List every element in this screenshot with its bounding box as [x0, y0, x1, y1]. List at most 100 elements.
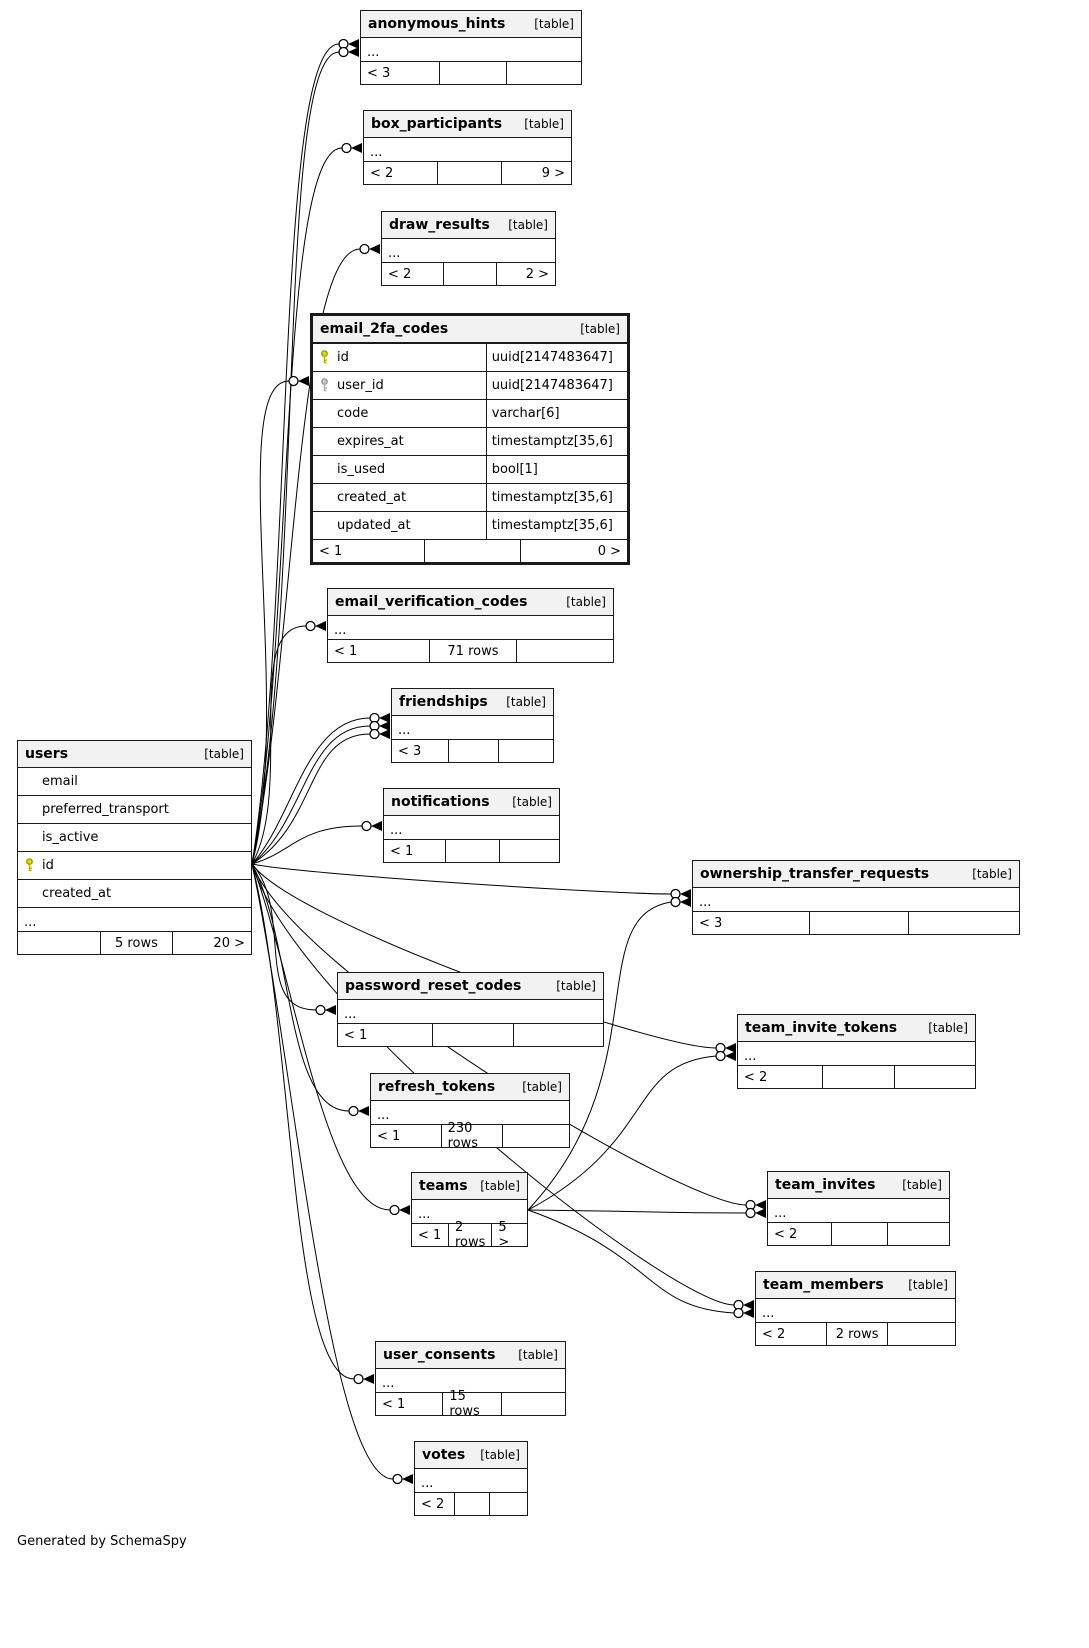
- table-header[interactable]: teams[table]: [412, 1173, 527, 1200]
- footer-rows-count: [424, 540, 520, 562]
- footer-children-count: 2 >: [496, 263, 555, 285]
- relationship-arrowhead: [315, 621, 326, 631]
- relationship-connector-circle: [392, 1473, 403, 1485]
- footer-parents-count: [18, 932, 100, 954]
- table-name[interactable]: anonymous_hints: [368, 16, 506, 32]
- table-name[interactable]: email_2fa_codes: [320, 321, 449, 337]
- column-row-created-at: created_at: [18, 880, 251, 908]
- table-footer: < 3: [392, 740, 553, 762]
- table-header[interactable]: friendships[table]: [392, 689, 553, 716]
- footer-rows-count: [821, 1066, 895, 1088]
- table-name[interactable]: users: [25, 746, 69, 762]
- table-name[interactable]: votes: [422, 1447, 466, 1463]
- table-friendships[interactable]: friendships[table]...< 3: [391, 688, 554, 763]
- table-header[interactable]: notifications[table]: [384, 789, 559, 816]
- table-name[interactable]: refresh_tokens: [378, 1079, 496, 1095]
- table-footer: < 3: [693, 912, 1019, 934]
- table-footer: < 3: [361, 62, 581, 84]
- table-header[interactable]: anonymous_hints[table]: [361, 11, 581, 38]
- relationship-arrowhead: [363, 1374, 374, 1384]
- relationship-arrowhead: [379, 713, 390, 723]
- table-type-label: [table]: [518, 1348, 558, 1362]
- table-name[interactable]: friendships: [399, 694, 488, 710]
- table-header[interactable]: draw_results[table]: [382, 212, 555, 239]
- relationship-line: [251, 863, 391, 1211]
- table-header[interactable]: team_members [table]: [756, 1272, 955, 1299]
- column-row-email: email: [18, 768, 251, 796]
- table-header[interactable]: team_invites[table]: [768, 1172, 949, 1199]
- table-name[interactable]: ownership_transfer_requests: [700, 866, 930, 882]
- table-name[interactable]: teams: [419, 1178, 468, 1194]
- columns-ellipsis-row: ...: [18, 908, 251, 932]
- table-header[interactable]: password_reset_codes[table]: [338, 973, 603, 1000]
- column-name-cell: is_active: [18, 824, 251, 851]
- table-header[interactable]: ownership_transfer_requests[table]: [693, 861, 1019, 888]
- table-name[interactable]: team_members: [763, 1277, 884, 1293]
- footer-parents-count: < 3: [398, 743, 422, 759]
- table-notifications[interactable]: notifications[table]...< 1: [383, 788, 560, 863]
- relationship-line: [251, 863, 672, 895]
- relationship-line: [251, 863, 317, 1011]
- table-password-reset-codes[interactable]: password_reset_codes[table]...< 1: [337, 972, 604, 1047]
- table-header[interactable]: votes[table]: [415, 1442, 527, 1469]
- footer-rows-count: [442, 263, 497, 285]
- table-header[interactable]: email_verification_codes [table]: [328, 589, 613, 616]
- relationship-line: [251, 380, 290, 865]
- table-header[interactable]: refresh_tokens[table]: [371, 1074, 569, 1101]
- table-header[interactable]: team_invite_tokens[table]: [738, 1015, 975, 1042]
- table-votes[interactable]: votes[table]...< 2: [414, 1441, 528, 1516]
- relationship-arrowhead: [379, 721, 390, 731]
- table-header[interactable]: users[table]: [18, 741, 251, 768]
- table-type-label: [table]: [580, 322, 620, 336]
- footer-parents-count: < 2: [774, 1226, 798, 1242]
- footer-rows-count: [808, 912, 908, 934]
- column-name: preferred_transport: [42, 802, 169, 817]
- relationship-arrowhead: [351, 143, 362, 153]
- footer-children-count: [516, 640, 613, 662]
- footer-rows-count: 2 rows: [447, 1220, 491, 1250]
- table-header[interactable]: box_participants[table]: [364, 111, 571, 138]
- table-type-label: [table]: [908, 1278, 948, 1292]
- footer-parents-count: < 2: [744, 1069, 768, 1085]
- table-name[interactable]: user_consents: [383, 1347, 496, 1363]
- table-header[interactable]: user_consents [table]: [376, 1342, 565, 1369]
- table-name[interactable]: email_verification_codes: [335, 594, 528, 610]
- footer-children-count: [488, 1493, 527, 1515]
- footer-children-count: 20 >: [171, 932, 251, 954]
- table-name[interactable]: draw_results: [389, 217, 490, 233]
- column-name: id: [42, 858, 54, 873]
- table-name[interactable]: box_participants: [371, 116, 503, 132]
- table-team-invites[interactable]: team_invites[table]...< 2: [767, 1171, 950, 1246]
- relationship-connector-circle: [338, 46, 349, 58]
- column-name-cell: preferred_transport: [18, 796, 251, 823]
- column-type: timestamptz[35,6]: [485, 512, 627, 539]
- table-users[interactable]: users[table]email preferred_transport is_a…: [17, 740, 252, 955]
- table-name[interactable]: team_invite_tokens: [745, 1020, 898, 1036]
- table-name[interactable]: team_invites: [775, 1177, 876, 1193]
- key-icon-spacer: [24, 803, 37, 817]
- table-anonymous-hints[interactable]: anonymous_hints[table]...< 3: [360, 10, 582, 85]
- table-ownership-transfer-requests[interactable]: ownership_transfer_requests[table]...< 3: [692, 860, 1020, 935]
- table-header[interactable]: email_2fa_codes [table]: [313, 316, 627, 344]
- footer-rows-count: [436, 162, 501, 184]
- table-name[interactable]: notifications: [391, 794, 490, 810]
- table-type-label: [table]: [566, 595, 606, 609]
- relationship-arrowhead: [402, 1474, 413, 1484]
- columns-ellipsis-row: ...: [756, 1299, 955, 1323]
- relationship-arrowhead: [725, 1043, 736, 1053]
- table-team-invite-tokens[interactable]: team_invite_tokens[table]...< 2: [737, 1014, 976, 1089]
- relationship-line: [251, 717, 371, 865]
- columns-ellipsis-row: ...: [371, 1101, 569, 1125]
- table-name[interactable]: password_reset_codes: [345, 978, 522, 994]
